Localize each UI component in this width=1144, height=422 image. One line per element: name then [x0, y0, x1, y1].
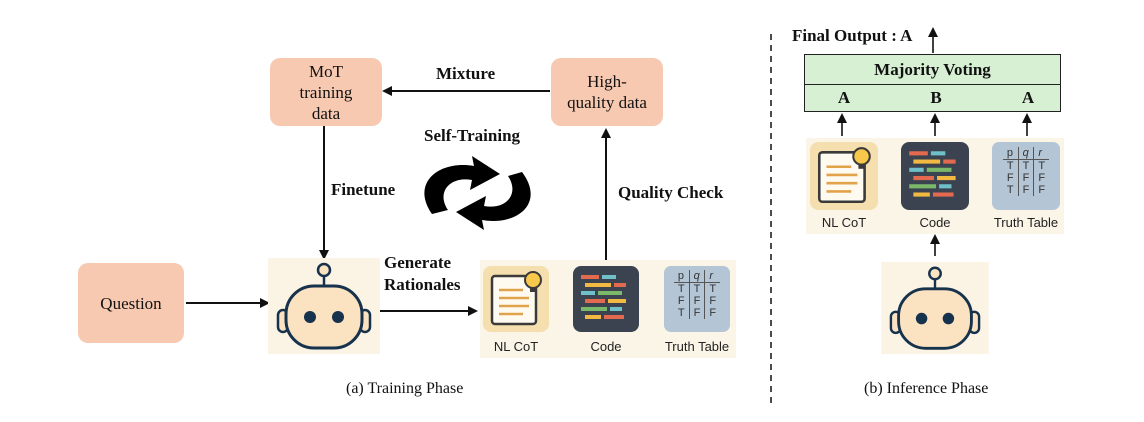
- high-quality-data-node: High- quality data: [551, 58, 663, 126]
- inference-truth-table-grid: p q r T T T F F F T F F: [1002, 147, 1050, 196]
- nl-cot-icon: [483, 266, 549, 332]
- code-icon: [573, 266, 639, 332]
- tt-header-p: p: [673, 270, 690, 283]
- tt-cell: F: [1038, 184, 1046, 196]
- inference-nl-cot-icon: [810, 142, 878, 210]
- tt-header-p: p: [1002, 147, 1019, 160]
- inference-code-icon: [901, 142, 969, 210]
- tt-cell: T: [1002, 159, 1019, 172]
- tt-cell: F: [709, 295, 717, 307]
- hq-line-2: quality data: [567, 93, 647, 112]
- tt-cell: T: [689, 282, 706, 295]
- training-tile-label-nl-cot: NL CoT: [493, 339, 539, 354]
- tt-cell: F: [673, 295, 690, 307]
- mot-training-data-node: MoT training data: [270, 58, 382, 126]
- generate-line-2: Rationales: [384, 275, 461, 294]
- tt-cell: F: [709, 307, 717, 319]
- tt-cell: T: [673, 282, 690, 295]
- mot-line-2: training: [299, 82, 353, 102]
- tt-header-q: q: [1018, 147, 1035, 160]
- tt-cell: F: [1018, 172, 1035, 184]
- generate-rationales-label: Generate Rationales: [384, 252, 461, 296]
- quality-check-label: Quality Check: [618, 183, 724, 202]
- inference-tile-label-truth-table: Truth Table: [993, 215, 1059, 230]
- mixture-label: Mixture: [436, 64, 496, 83]
- tt-cell: T: [1018, 159, 1035, 172]
- tt-cell: T: [1038, 160, 1046, 172]
- majority-voting-box: Majority Voting A B A: [804, 54, 1061, 112]
- tt-cell: F: [1018, 184, 1035, 196]
- tt-cell: F: [689, 295, 706, 307]
- vote-2: B: [930, 88, 942, 107]
- mot-line-1: MoT: [308, 61, 343, 81]
- training-phase-caption: (a) Training Phase: [346, 380, 464, 397]
- training-tile-label-code: Code: [590, 339, 622, 354]
- truth-table-grid: p q r T T T F F F T F F: [673, 270, 721, 319]
- hq-line-1: High-: [587, 72, 627, 91]
- inference-tile-label-nl-cot: NL CoT: [821, 215, 867, 230]
- inference-phase-caption: (b) Inference Phase: [864, 380, 989, 397]
- truth-table-icon: p q r T T T F F F T F F: [664, 266, 730, 332]
- tt-cell: T: [673, 307, 690, 319]
- inference-truth-table-icon: p q r T T T F F F T F F: [992, 142, 1060, 210]
- tt-cell: F: [689, 307, 706, 319]
- inference-tile-label-code: Code: [919, 215, 951, 230]
- tt-header-q: q: [689, 270, 706, 283]
- vote-3: A: [1021, 88, 1035, 107]
- majority-voting-title: Majority Voting: [805, 55, 1060, 85]
- finetune-label: Finetune: [331, 180, 396, 199]
- self-training-label: Self-Training: [424, 126, 521, 145]
- tt-cell: T: [1002, 184, 1019, 196]
- generate-line-1: Generate: [384, 253, 452, 272]
- self-training-cycle-icon: [424, 156, 531, 230]
- training-tile-label-truth-table: Truth Table: [664, 339, 730, 354]
- mot-line-3: data: [311, 103, 341, 123]
- question-label: Question: [100, 293, 162, 313]
- tt-cell: F: [1002, 172, 1019, 184]
- model-robot-icon: [268, 258, 380, 354]
- tt-header-r: r: [1033, 147, 1050, 160]
- vote-1: A: [837, 88, 851, 107]
- tt-cell: T: [709, 283, 717, 295]
- inference-model-robot-icon: [880, 262, 990, 354]
- tt-header-r: r: [704, 270, 721, 283]
- tt-cell: F: [1038, 172, 1046, 184]
- final-output-label: Final Output : A: [792, 26, 913, 45]
- question-node: Question: [78, 263, 184, 343]
